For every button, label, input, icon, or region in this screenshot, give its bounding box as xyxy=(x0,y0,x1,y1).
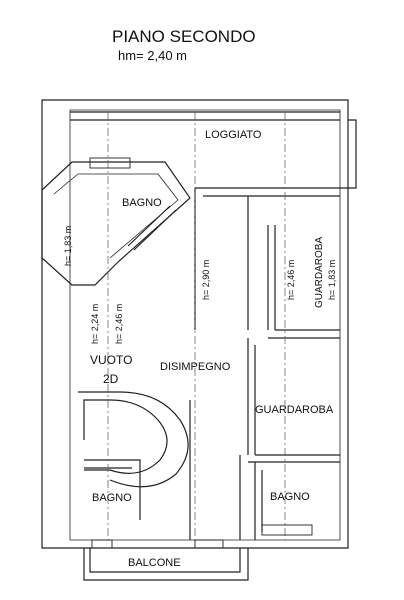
guardaroba-wall xyxy=(267,225,340,339)
room-label-guardaroba-vertical: GUARDAROBA xyxy=(314,237,325,308)
room-label-balcone: BALCONE xyxy=(128,557,181,569)
outer-wall-inner xyxy=(69,109,341,541)
height-label-left: h= 1,83 m xyxy=(63,226,73,266)
balcone-wall xyxy=(83,548,249,581)
bagno-bottom-left-wall xyxy=(84,459,141,520)
guardaroba-right-wall xyxy=(247,338,340,463)
height-label-mid-right: h= 2,46 m xyxy=(286,260,296,300)
height-label-center: h= 2,90 m xyxy=(201,260,211,300)
loggiato-wall xyxy=(70,111,357,189)
height-label-stair-b: h= 2,46 m xyxy=(114,304,124,344)
room-label-guardaroba-right: GUARDAROBA xyxy=(255,404,334,416)
window-symbol xyxy=(89,157,131,169)
outer-wall xyxy=(41,99,349,549)
window-symbol xyxy=(261,524,313,536)
bagno-top-wall xyxy=(41,161,191,286)
height-label-right: h= 1,83 m xyxy=(327,260,337,300)
stair xyxy=(83,399,168,474)
room-label-bagno-bottom-left: BAGNO xyxy=(92,492,132,504)
room-label-disimpegno: DISIMPEGNO xyxy=(160,361,231,373)
height-label-stair-a: h= 2,24 m xyxy=(90,304,100,344)
room-label-bagno-bottom-right: BAGNO xyxy=(270,491,310,503)
window-symbol xyxy=(194,539,224,549)
bagno-bottom-right-wall xyxy=(254,462,263,540)
window-symbol xyxy=(91,539,113,549)
room-label-loggiato: LOGGIATO xyxy=(205,129,262,141)
page-title: PIANO SECONDO xyxy=(112,27,256,46)
central-wall xyxy=(194,187,348,330)
page-subtitle: hm= 2,40 m xyxy=(118,48,187,63)
stair-outer xyxy=(78,391,189,488)
room-label-vuoto-2d: 2D xyxy=(103,372,119,386)
room-label-vuoto: VUOTO xyxy=(90,353,132,367)
center-lower-wall xyxy=(189,400,241,540)
room-label-bagno-top: BAGNO xyxy=(122,197,162,209)
bagno-partition xyxy=(127,205,177,251)
